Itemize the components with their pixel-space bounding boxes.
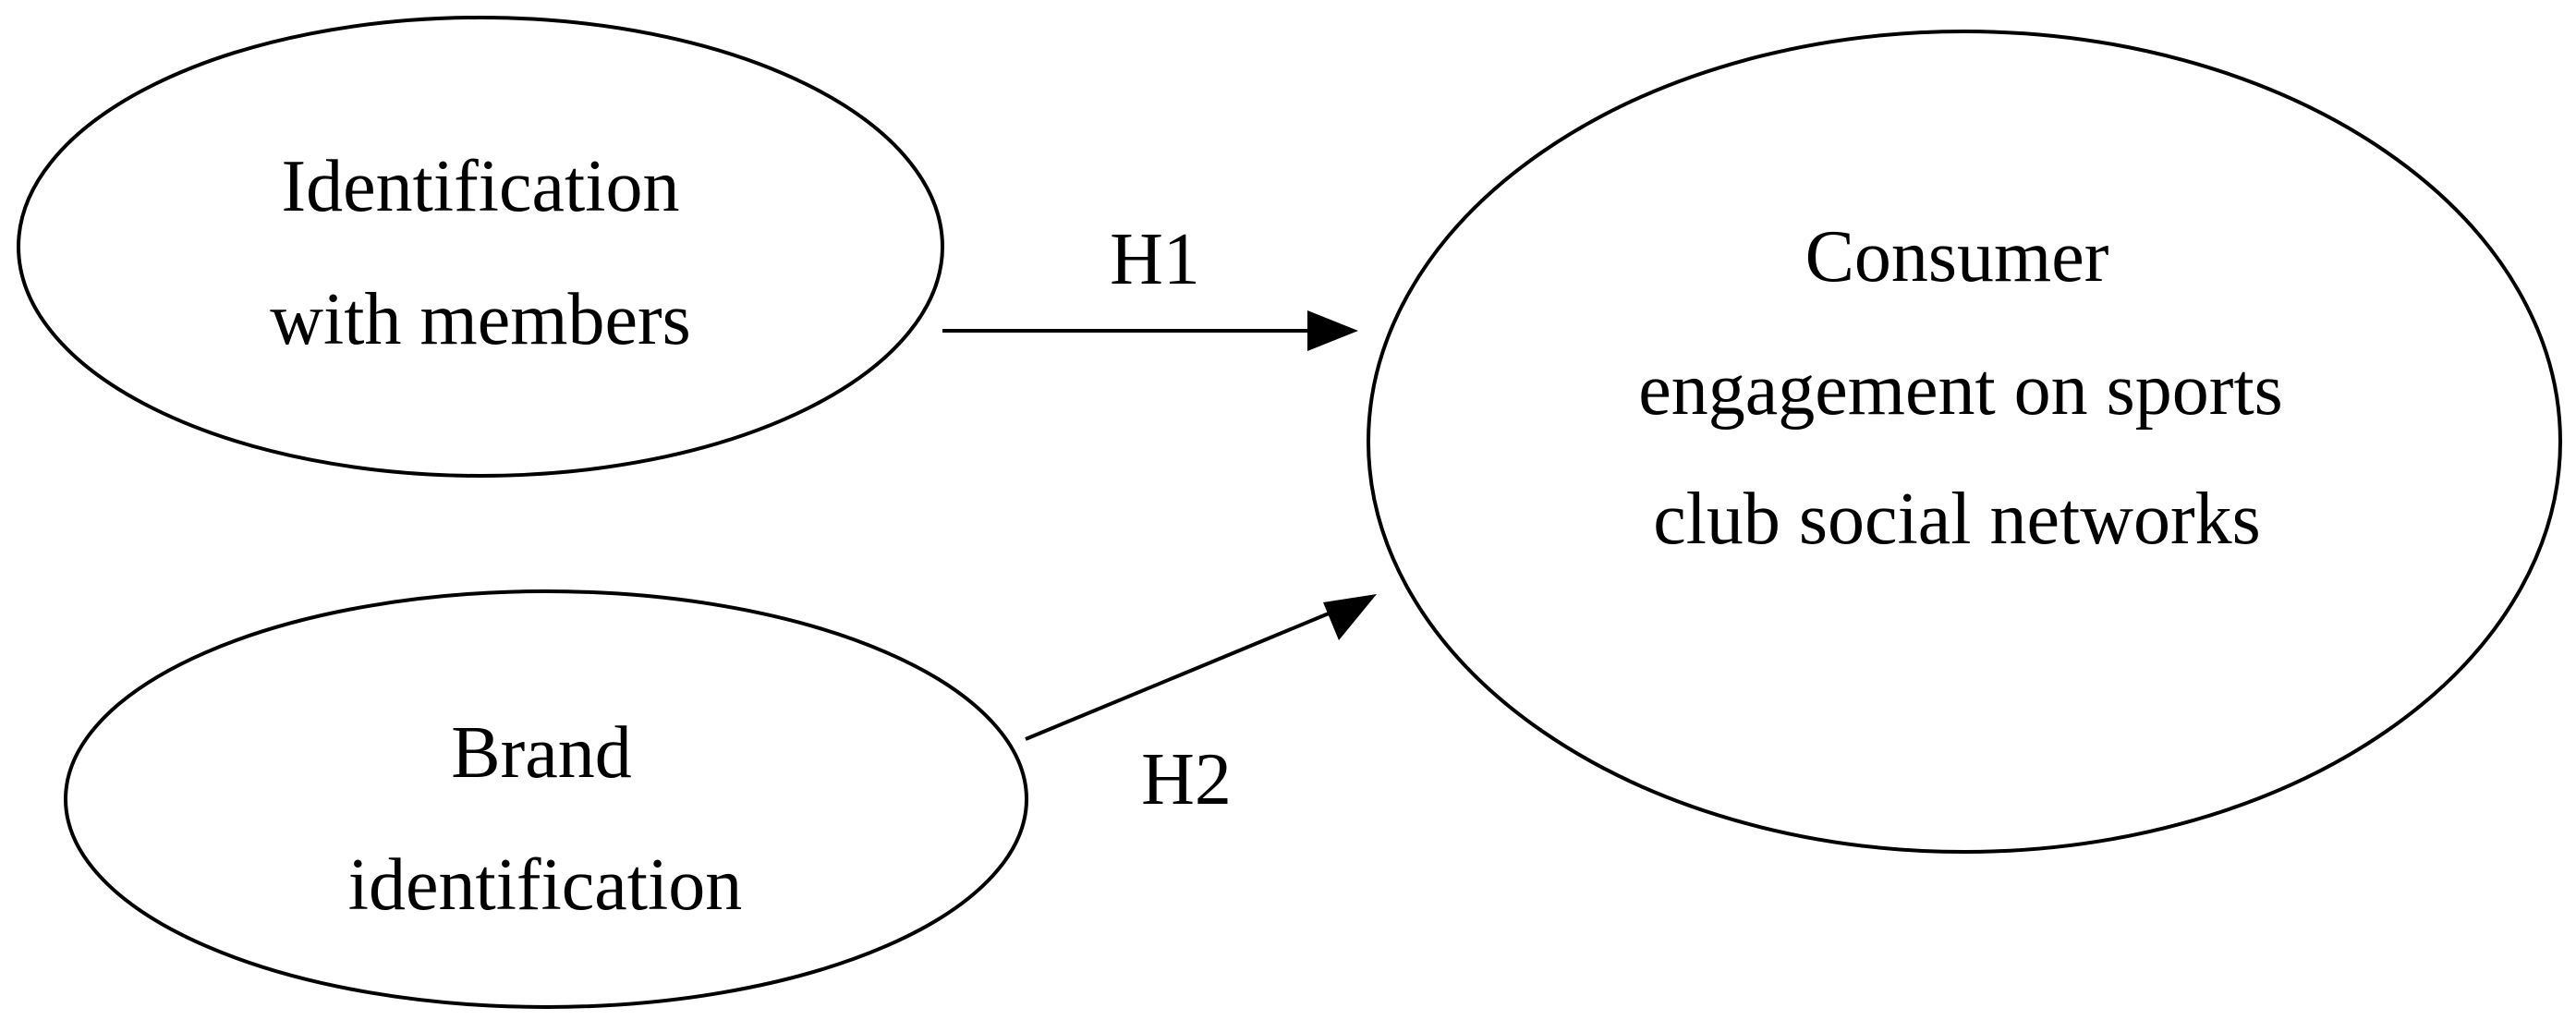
edge-h1: H1 [942,219,1358,351]
node-consumer-engagement-line3: club social networks [1653,479,2261,560]
node-identification-with-members-line1: Identification [282,146,680,227]
edge-h1-arrowhead [1307,310,1358,351]
edge-h2: H2 [1025,594,1377,820]
node-consumer-engagement: Consumer engagement on sports club socia… [1367,30,2562,854]
edge-h2-line [1025,612,1330,741]
node-consumer-engagement-line1: Consumer [1805,216,2109,297]
edge-h1-label: H1 [1110,219,1200,300]
node-brand-identification-line1: Brand [451,712,632,794]
node-brand-identification-line2: identification [348,844,743,926]
node-identification-with-members-ellipse [17,16,944,478]
edge-h2-arrowhead [1323,594,1377,640]
edge-h2-label: H2 [1141,739,1232,820]
node-brand-identification: Brand identification [64,589,1028,1009]
node-consumer-engagement-line2: engagement on sports [1638,349,2283,431]
node-identification-with-members: Identification with members [17,16,944,478]
node-consumer-engagement-ellipse [1367,30,2562,854]
node-brand-identification-ellipse [64,589,1028,1009]
node-identification-with-members-line2: with members [270,279,690,360]
